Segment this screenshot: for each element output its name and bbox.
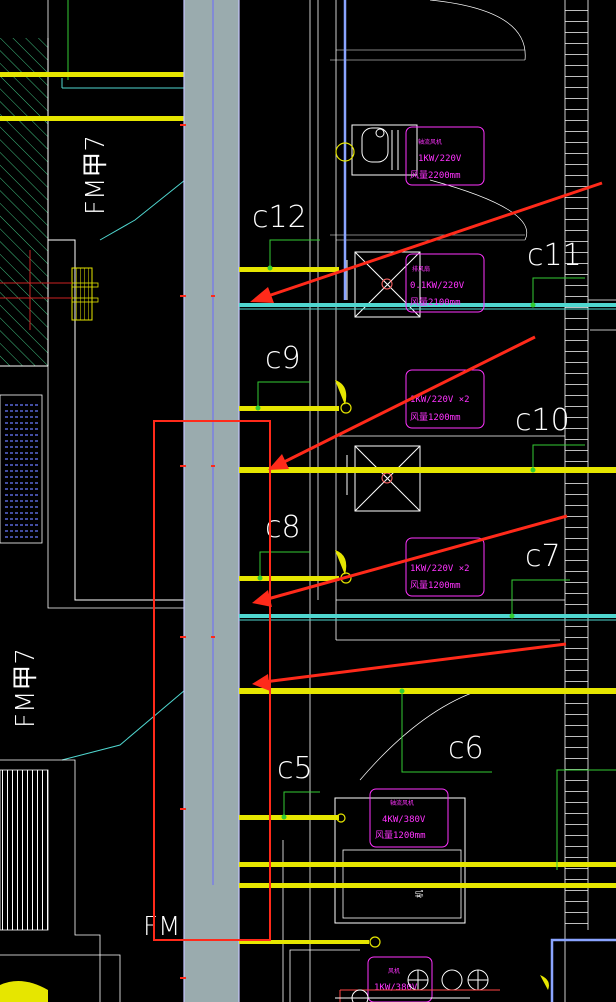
label-fm7-mid: FM甲7 (11, 648, 41, 728)
label-fm-bottom: FM (143, 912, 189, 942)
svg-text:1KW/220V ×2: 1KW/220V ×2 (410, 564, 470, 574)
left-lower-grille (0, 770, 48, 930)
valve-c9 (335, 380, 352, 414)
label-c10: c10 (515, 403, 570, 438)
valve-bottom (369, 936, 381, 948)
ducts-right (239, 267, 616, 944)
spec-box-4: 1KW/220V ×2 风量1200mm (405, 537, 485, 597)
svg-text:轴流风机: 轴流风机 (418, 138, 442, 146)
duct-bottom-2 (239, 883, 616, 888)
label-fm7-top: FM甲7 (81, 135, 111, 215)
duct-c6 (239, 688, 616, 694)
duct-c10 (239, 467, 616, 473)
spec-box-5: 轴流风机 4KW/380V 风量1200mm (369, 788, 449, 848)
spec-box-1: 轴流风机 1KW/220V 风量2200mm (405, 126, 485, 186)
svg-text:机: 机 (414, 890, 424, 898)
column-tick-marks (180, 124, 215, 979)
duct-bottom-3 (239, 940, 369, 944)
label-c12: c12 (252, 200, 307, 235)
yellow-circle-marker (335, 142, 355, 162)
svg-text:4KW/380V: 4KW/380V (382, 815, 426, 825)
svg-text:1KW/220V ×2: 1KW/220V ×2 (410, 395, 470, 405)
green-hatch-area (0, 38, 48, 366)
duct-c8 (239, 576, 339, 581)
arrow-to-c11 (250, 181, 603, 303)
yellow-hatched-element (71, 267, 93, 321)
duct-bottom-1 (239, 862, 616, 867)
fan-unit-3 (346, 445, 421, 512)
blue-pipe-bottom (550, 938, 616, 1002)
svg-text:0.1KW/220V: 0.1KW/220V (410, 281, 465, 291)
label-c9: c9 (265, 341, 301, 376)
spec-box-2: 排风扇 0.1KW/220V 风量2100mm (405, 253, 485, 313)
yellow-corner-shape (0, 981, 48, 1002)
leader-lines (255, 239, 616, 870)
duct-c12 (239, 267, 339, 272)
svg-text:1KW/380V: 1KW/380V (374, 983, 418, 993)
svg-text:风量2100mm: 风量2100mm (410, 297, 461, 308)
bottom-fixtures (335, 969, 500, 1002)
spec-box-6: 风机 1KW/380V (367, 956, 433, 1002)
right-structure (282, 0, 589, 1002)
main-shaft-column (184, 0, 239, 1002)
svg-text:排风扇: 排风扇 (412, 265, 430, 273)
duct-c11 (239, 303, 616, 307)
svg-text:风量1200mm: 风量1200mm (375, 830, 426, 841)
fan-unit-top (335, 124, 418, 176)
left-wing (0, 0, 186, 1002)
arrow-to-c7 (252, 514, 568, 607)
svg-text:风量1200mm: 风量1200mm (410, 412, 461, 423)
label-c5: c5 (277, 751, 313, 786)
spec-box-3: 1KW/220V ×2 风量1200mm (405, 369, 485, 429)
svg-text:风量2200mm: 风量2200mm (410, 170, 461, 181)
label-c6: c6 (448, 731, 484, 766)
arrow-to-c10 (268, 335, 536, 470)
arrow-to-c6 (252, 642, 567, 691)
left-duct-upper (0, 72, 185, 77)
duct-c7 (239, 614, 616, 618)
label-c7: c7 (525, 539, 561, 574)
duct-c9 (239, 406, 339, 411)
stair-treads (565, 0, 588, 930)
svg-text:1KW/220V: 1KW/220V (418, 154, 462, 164)
label-c11: c11 (527, 238, 582, 273)
annotation-arrows (250, 181, 603, 691)
svg-text:风机: 风机 (388, 967, 400, 975)
svg-text:风量1200mm: 风量1200mm (410, 580, 461, 591)
svg-text:轴流风机: 轴流风机 (390, 799, 414, 807)
duct-c5 (239, 815, 339, 820)
left-duct-lower (0, 116, 185, 121)
